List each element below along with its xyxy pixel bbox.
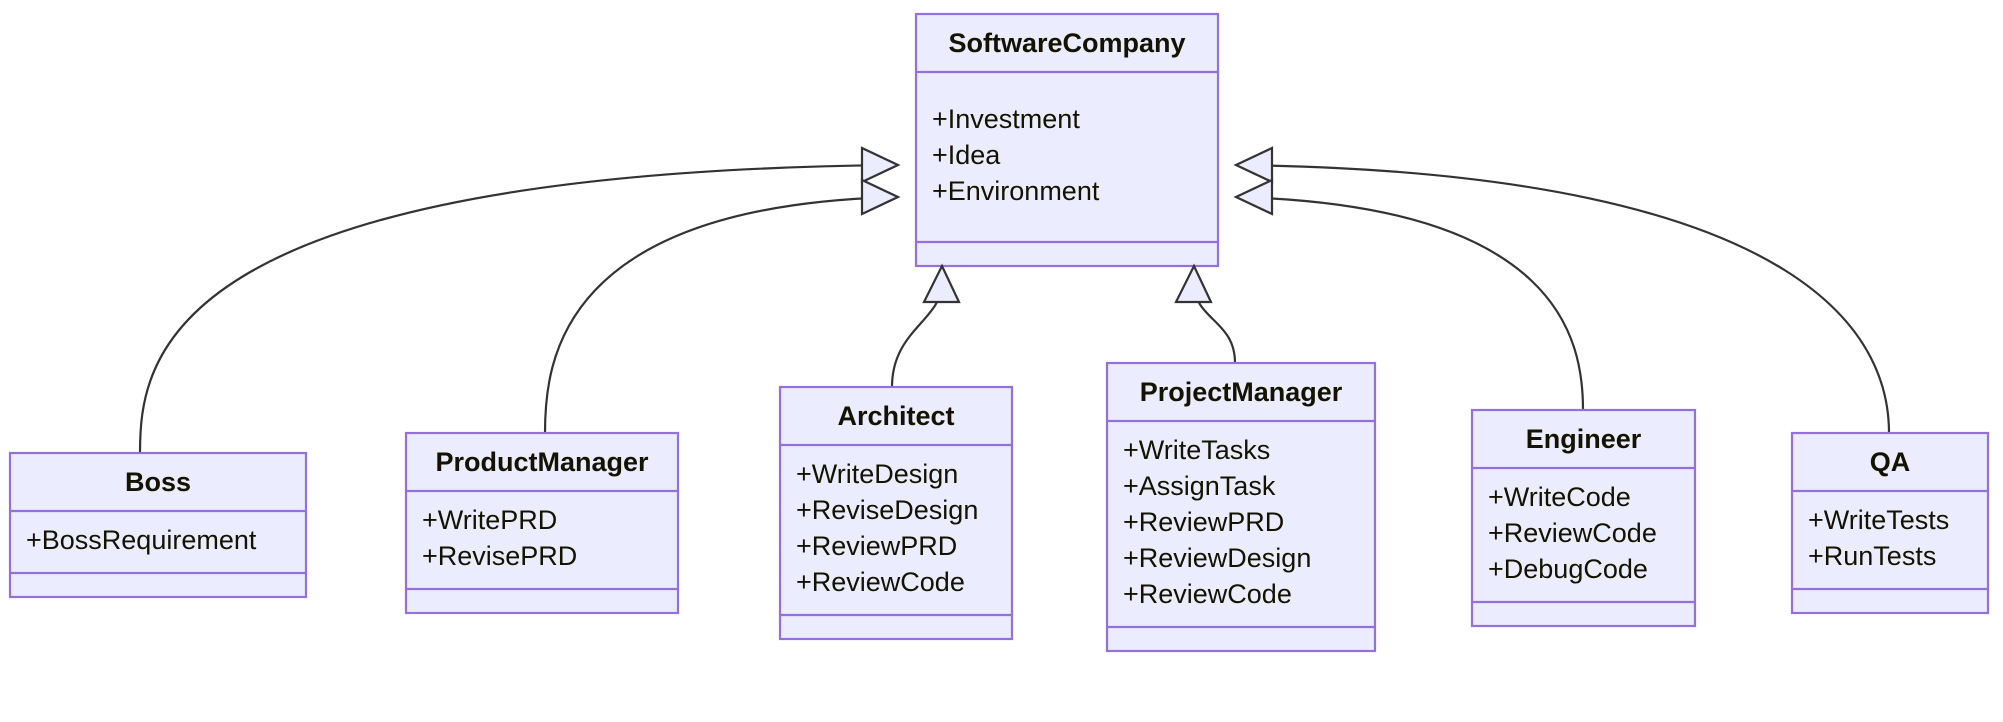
class-member-project-manager-1: +AssignTask	[1123, 471, 1276, 501]
arrowheads-layer	[860, 146, 1274, 304]
class-name-product-manager: ProductManager	[435, 447, 649, 477]
class-name-software-company: SoftwareCompany	[948, 28, 1185, 58]
class-member-architect-2: +ReviewPRD	[796, 531, 957, 561]
class-box-outline-architect	[778, 385, 1014, 641]
class-member-project-manager-3: +ReviewDesign	[1123, 543, 1311, 573]
class-member-product-manager-1: +RevisePRD	[422, 541, 577, 571]
inheritance-arrowhead-left-2	[860, 178, 901, 216]
class-member-engineer-1: +ReviewCode	[1488, 518, 1657, 548]
generalization-edge-productmanager	[543, 195, 899, 434]
class-box-software-company[interactable]: SoftwareCompany +Investment +Idea +Environm…	[914, 12, 1220, 268]
edges-layer	[138, 163, 1891, 454]
inheritance-arrowhead-bottom-2	[1174, 263, 1213, 304]
inheritance-arrowhead-right-1	[1233, 146, 1274, 184]
class-name-engineer: Engineer	[1526, 424, 1642, 454]
class-member-architect-3: +ReviewCode	[796, 567, 965, 597]
inheritance-arrowhead-right-2	[1233, 178, 1274, 216]
class-member-boss-0: +BossRequirement	[26, 525, 257, 555]
generalization-edge-engineer	[1235, 195, 1585, 411]
inheritance-arrowhead-left-1	[860, 146, 901, 184]
class-box-outline-qa	[1790, 431, 1990, 615]
class-name-architect: Architect	[837, 401, 954, 431]
generalization-edge-boss	[138, 163, 899, 454]
class-box-outline-engineer	[1470, 408, 1697, 628]
class-member-architect-0: +WriteDesign	[796, 459, 958, 489]
class-box-qa[interactable]: QA +WriteTests +RunTests	[1790, 431, 1990, 615]
class-member-software-company-2: +Environment	[932, 176, 1100, 206]
class-box-project-manager[interactable]: ProjectManager +WriteTasks +AssignTask +Rev…	[1105, 361, 1377, 653]
class-member-software-company-0: +Investment	[932, 104, 1080, 134]
class-member-architect-1: +ReviseDesign	[796, 495, 978, 525]
class-member-project-manager-4: +ReviewCode	[1123, 579, 1292, 609]
class-member-engineer-0: +WriteCode	[1488, 482, 1631, 512]
class-name-boss: Boss	[125, 467, 191, 497]
inheritance-arrowhead-bottom-1	[922, 263, 961, 304]
class-member-product-manager-0: +WritePRD	[422, 505, 557, 535]
class-box-outline-project-manager	[1105, 361, 1377, 653]
class-name-project-manager: ProjectManager	[1140, 377, 1343, 407]
class-name-qa: QA	[1870, 447, 1911, 477]
class-member-qa-0: +WriteTests	[1808, 505, 1949, 535]
class-box-outline-product-manager	[404, 431, 680, 615]
class-box-engineer[interactable]: Engineer +WriteCode +ReviewCode +DebugCode	[1470, 408, 1697, 628]
class-box-boss[interactable]: Boss +BossRequirement	[8, 451, 308, 599]
class-member-qa-1: +RunTests	[1808, 541, 1936, 571]
generalization-edge-qa	[1235, 163, 1891, 434]
class-box-architect[interactable]: Architect +WriteDesign +ReviseDesign +Revie…	[778, 385, 1014, 641]
class-member-project-manager-0: +WriteTasks	[1123, 435, 1270, 465]
class-box-product-manager[interactable]: ProductManager +WritePRD +RevisePRD	[404, 431, 680, 615]
class-member-engineer-2: +DebugCode	[1488, 554, 1648, 584]
class-member-software-company-1: +Idea	[932, 140, 1001, 170]
class-member-project-manager-2: +ReviewPRD	[1123, 507, 1284, 537]
class-box-outline-software-company	[914, 12, 1220, 268]
classes-layer: SoftwareCompany +Investment +Idea +Environm…	[8, 12, 1990, 653]
